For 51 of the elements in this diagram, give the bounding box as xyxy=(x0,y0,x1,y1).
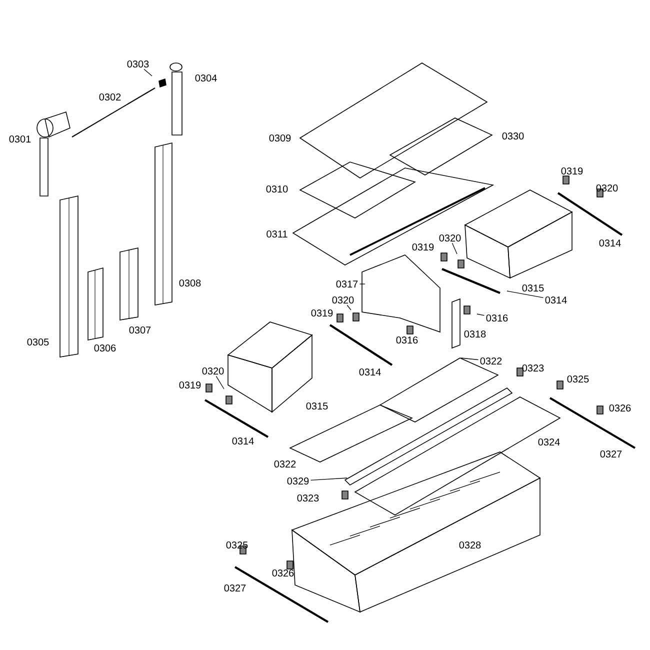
callout-number: 0320 xyxy=(332,296,354,304)
callout-number: 0314 xyxy=(545,296,567,304)
callout-number: 0309 xyxy=(269,134,291,142)
callout-number: 0317 xyxy=(336,280,358,288)
leader-line xyxy=(346,304,352,310)
callout-number: 0307 xyxy=(129,326,151,334)
callout-number: 0322 xyxy=(274,460,296,468)
callout-number: 0301 xyxy=(9,135,31,143)
callout-number: 0315 xyxy=(306,402,328,410)
leader-line xyxy=(476,314,485,316)
callout-number: 0314 xyxy=(232,437,254,445)
leader-line xyxy=(452,242,458,254)
callout-number: 0302 xyxy=(99,93,121,101)
callout-number: 0304 xyxy=(195,74,217,82)
callout-number: 0306 xyxy=(94,344,116,352)
leader-line xyxy=(144,68,152,76)
callout-number: 0316 xyxy=(396,336,418,344)
callout-number: 0318 xyxy=(464,330,486,338)
callout-number: 0316 xyxy=(486,314,508,322)
callout-number: 0329 xyxy=(287,477,309,485)
callout-number: 0328 xyxy=(459,541,481,549)
callout-number: 0325 xyxy=(226,541,248,549)
callout-number: 0326 xyxy=(609,404,631,412)
callout-number: 0319 xyxy=(561,167,583,175)
callout-number: 0314 xyxy=(599,239,621,247)
callout-number: 0323 xyxy=(297,494,319,502)
callout-number: 0319 xyxy=(412,243,434,251)
leader-line xyxy=(506,290,544,298)
callout-number: 0303 xyxy=(127,60,149,68)
callout-number: 0325 xyxy=(567,375,589,383)
callout-number: 0326 xyxy=(272,569,294,577)
callout-number: 0311 xyxy=(266,230,288,238)
callout-number: 0320 xyxy=(439,234,461,242)
callout-number: 0319 xyxy=(311,309,333,317)
callout-number: 0319 xyxy=(179,381,201,389)
leader-line xyxy=(216,376,224,390)
callout-number: 0327 xyxy=(600,450,622,458)
leader-line xyxy=(310,478,348,481)
callout-number: 0320 xyxy=(596,184,618,192)
callout-number: 0322 xyxy=(480,357,502,365)
callout-number: 0327 xyxy=(224,584,246,592)
callout-number: 0320 xyxy=(202,367,224,375)
callout-number: 0305 xyxy=(27,338,49,346)
leader-line xyxy=(460,358,479,360)
callout-number: 0314 xyxy=(359,368,381,376)
callout-number: 0308 xyxy=(179,279,201,287)
callout-number: 0323 xyxy=(522,364,544,372)
callout-number: 0330 xyxy=(502,132,524,140)
callout-number: 0310 xyxy=(266,185,288,193)
callout-number: 0324 xyxy=(538,438,560,446)
callout-number: 0315 xyxy=(522,284,544,292)
